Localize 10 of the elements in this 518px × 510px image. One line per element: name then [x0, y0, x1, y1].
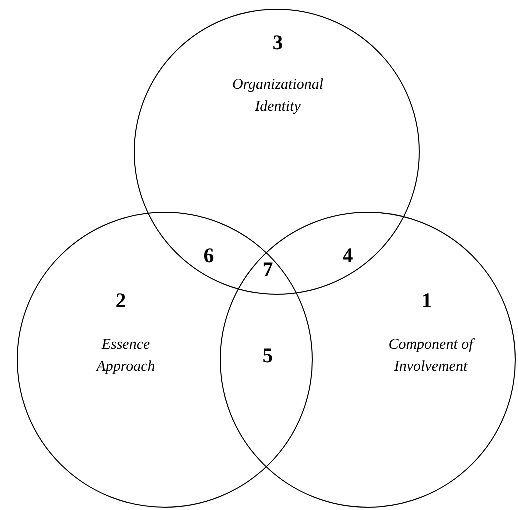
circle-label: Component of Involvement: [388, 336, 476, 377]
circle-label: Essence Approach: [95, 336, 156, 377]
circle-label: Organizational Identity: [231, 76, 325, 117]
region-number: 3: [272, 32, 284, 54]
region-number: 7: [262, 260, 274, 280]
region-number: 2: [116, 290, 126, 312]
region-number: 1: [422, 290, 432, 312]
region-number: 6: [204, 246, 214, 266]
region-number: 4: [342, 246, 354, 266]
region-number: 5: [262, 346, 274, 366]
